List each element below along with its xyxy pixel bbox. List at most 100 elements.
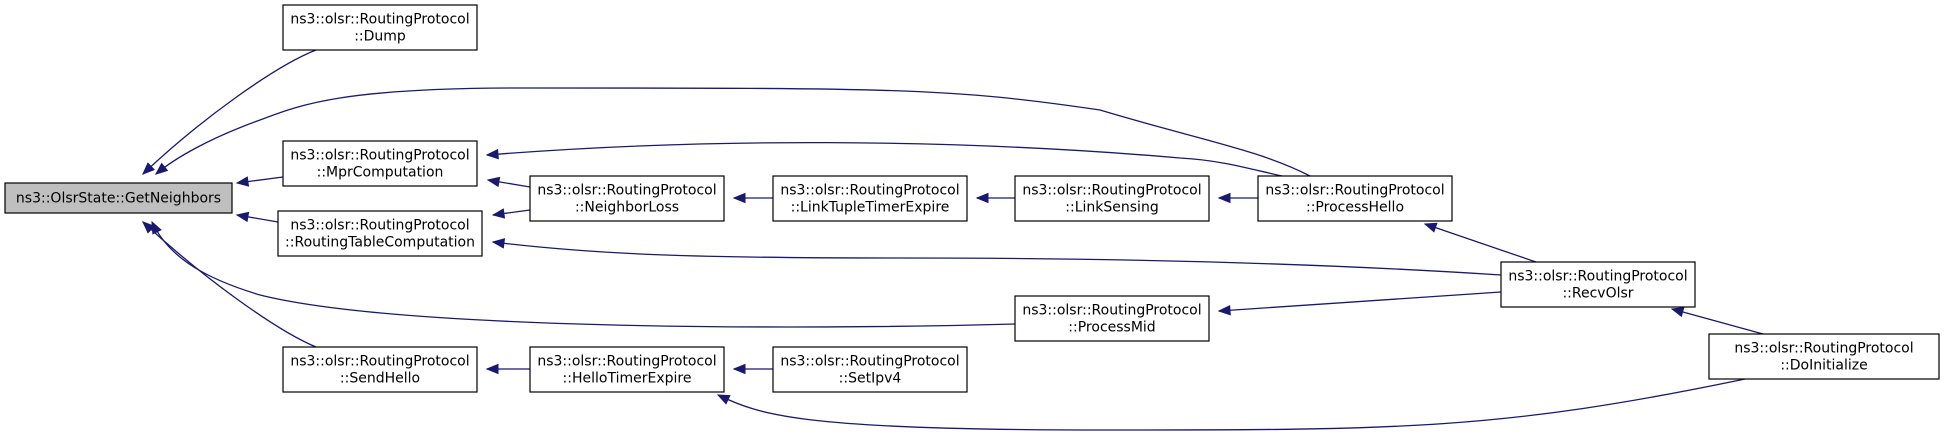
- node-label-line: ::ProcessHello: [1306, 200, 1404, 216]
- node-label-line: ns3::OlsrState::GetNeighbors: [16, 191, 221, 207]
- node-box: [772, 346, 968, 393]
- nodes-layer: ns3::OlsrState::GetNeighborsns3::olsr::R…: [4, 4, 1940, 393]
- node-label-line: ns3::olsr::RoutingProtocol: [1265, 183, 1444, 199]
- node-processhello[interactable]: ns3::olsr::RoutingProtocol::ProcessHello: [1257, 175, 1453, 222]
- edge-arrowhead: [486, 176, 501, 188]
- node-label-line: ns3::olsr::RoutingProtocol: [1022, 303, 1201, 319]
- node-setipv4[interactable]: ns3::olsr::RoutingProtocol::SetIpv4: [772, 346, 968, 393]
- edges-layer: [142, 49, 1764, 431]
- node-label-line: ns3::olsr::RoutingProtocol: [1508, 269, 1687, 285]
- edge-linksensing-to-linktupletimerexpire: [975, 192, 1015, 204]
- edge-line: [1218, 291, 1502, 312]
- edge-recvolsr-to-processhello: [1423, 222, 1537, 263]
- node-label-line: ns3::olsr::RoutingProtocol: [1734, 341, 1913, 357]
- node-recvolsr[interactable]: ns3::olsr::RoutingProtocol::RecvOlsr: [1500, 261, 1696, 308]
- node-label-line: ::ProcessMid: [1068, 320, 1155, 336]
- edge-line: [155, 87, 1311, 177]
- node-hellotimerexpire[interactable]: ns3::olsr::RoutingProtocol::HelloTimerEx…: [529, 346, 725, 393]
- edge-line: [142, 49, 317, 175]
- edge-arrowhead: [235, 211, 250, 223]
- node-label-line: ns3::olsr::RoutingProtocol: [1022, 183, 1201, 199]
- node-doinitialize[interactable]: ns3::olsr::RoutingProtocol::DoInitialize: [1708, 333, 1940, 380]
- node-label-line: ns3::olsr::RoutingProtocol: [780, 183, 959, 199]
- edge-line: [1671, 308, 1764, 335]
- node-label-line: ns3::olsr::RoutingProtocol: [537, 183, 716, 199]
- edge-neighborloss-to-routingtablecomputation: [491, 208, 531, 219]
- node-box: [1500, 261, 1696, 308]
- edge-arrowhead: [732, 192, 746, 204]
- node-label-line: ns3::olsr::RoutingProtocol: [780, 354, 959, 370]
- node-label-line: ::HelloTimerExpire: [563, 371, 692, 387]
- node-box: [4, 182, 233, 214]
- edge-arrowhead: [491, 238, 506, 249]
- edge-recvolsr-to-processmid: [1217, 291, 1502, 316]
- node-box: [282, 4, 478, 51]
- edge-processhello-to-mprcomputation: [485, 141, 1283, 177]
- edge-processhello-to-getneighbors: [154, 87, 1311, 177]
- node-label-line: ::SendHello: [340, 371, 420, 387]
- edge-arrowhead: [732, 363, 746, 375]
- edge-arrowhead: [235, 176, 250, 187]
- edge-arrowhead: [142, 162, 155, 175]
- node-box: [529, 346, 725, 393]
- node-box: [277, 210, 483, 257]
- node-label-line: ns3::olsr::RoutingProtocol: [290, 354, 469, 370]
- edge-line: [142, 221, 317, 348]
- node-label-line: ::LinkTupleTimerExpire: [791, 200, 950, 216]
- node-box: [1708, 333, 1940, 380]
- node-box: [282, 140, 478, 187]
- node-sendhello[interactable]: ns3::olsr::RoutingProtocol::SendHello: [282, 346, 478, 393]
- node-mprcomputation[interactable]: ns3::olsr::RoutingProtocol::MprComputati…: [282, 140, 478, 187]
- edge-arrowhead: [142, 221, 156, 234]
- edge-dump-to-getneighbors: [142, 49, 317, 175]
- edge-sendhello-to-getneighbors: [142, 221, 317, 348]
- edge-doinitialize-to-recvolsr: [1670, 306, 1764, 335]
- edge-hellotimerexpire-to-sendhello: [485, 363, 530, 375]
- node-dump[interactable]: ns3::olsr::RoutingProtocol::Dump: [282, 4, 478, 51]
- node-box: [282, 346, 478, 393]
- node-label-line: ns3::olsr::RoutingProtocol: [290, 218, 469, 234]
- node-label-line: ns3::olsr::RoutingProtocol: [537, 354, 716, 370]
- edge-processhello-to-linksensing: [1217, 192, 1258, 204]
- edge-routingtablecomputation-to-getneighbors: [235, 211, 279, 223]
- node-box: [1257, 175, 1453, 222]
- node-box: [772, 175, 968, 222]
- node-linksensing[interactable]: ns3::olsr::RoutingProtocol::LinkSensing: [1014, 175, 1210, 222]
- edge-neighborloss-to-mprcomputation: [486, 176, 531, 188]
- node-label-line: ns3::olsr::RoutingProtocol: [290, 12, 469, 28]
- node-getneighbors[interactable]: ns3::OlsrState::GetNeighbors: [4, 182, 233, 214]
- edge-line: [717, 378, 1746, 431]
- node-label-line: ::SetIpv4: [839, 371, 902, 387]
- edge-arrowhead: [1217, 192, 1231, 204]
- edge-arrowhead: [485, 363, 499, 375]
- node-box: [1014, 175, 1210, 222]
- node-label-line: ::DoInitialize: [1780, 358, 1867, 374]
- node-routingtablecomputation[interactable]: ns3::olsr::RoutingProtocol::RoutingTable…: [277, 210, 483, 257]
- node-box: [529, 175, 725, 222]
- node-processmid[interactable]: ns3::olsr::RoutingProtocol::ProcessMid: [1014, 295, 1210, 342]
- node-label-line: ::Dump: [354, 29, 406, 45]
- edge-arrowhead: [716, 394, 731, 405]
- node-box: [1014, 295, 1210, 342]
- edge-arrowhead: [491, 208, 506, 219]
- edge-arrowhead: [975, 192, 989, 204]
- edge-setipv4-to-hellotimerexpire: [732, 363, 773, 375]
- edge-mprcomputation-to-getneighbors: [235, 176, 284, 187]
- edge-line: [492, 241, 1502, 276]
- edge-linktupletimerexpire-to-neighborloss: [732, 192, 773, 204]
- node-linktupletimerexpire[interactable]: ns3::olsr::RoutingProtocol::LinkTupleTim…: [772, 175, 968, 222]
- edge-arrowhead: [154, 162, 169, 175]
- edge-line: [486, 141, 1283, 177]
- node-label-line: ::LinkSensing: [1065, 200, 1158, 216]
- node-label-line: ::MprComputation: [317, 165, 444, 181]
- node-neighborloss[interactable]: ns3::olsr::RoutingProtocol::NeighborLoss: [529, 175, 725, 222]
- node-label-line: ::RoutingTableComputation: [285, 235, 475, 251]
- edge-arrowhead: [485, 148, 499, 160]
- node-label-line: ns3::olsr::RoutingProtocol: [290, 148, 469, 164]
- edge-arrowhead: [1217, 304, 1231, 316]
- edge-arrowhead: [1423, 222, 1438, 233]
- edge-arrowhead: [1670, 306, 1685, 318]
- edge-doinitialize-to-hellotimerexpire: [716, 378, 1746, 431]
- edge-recvolsr-to-routingtablecomputation: [491, 238, 1502, 276]
